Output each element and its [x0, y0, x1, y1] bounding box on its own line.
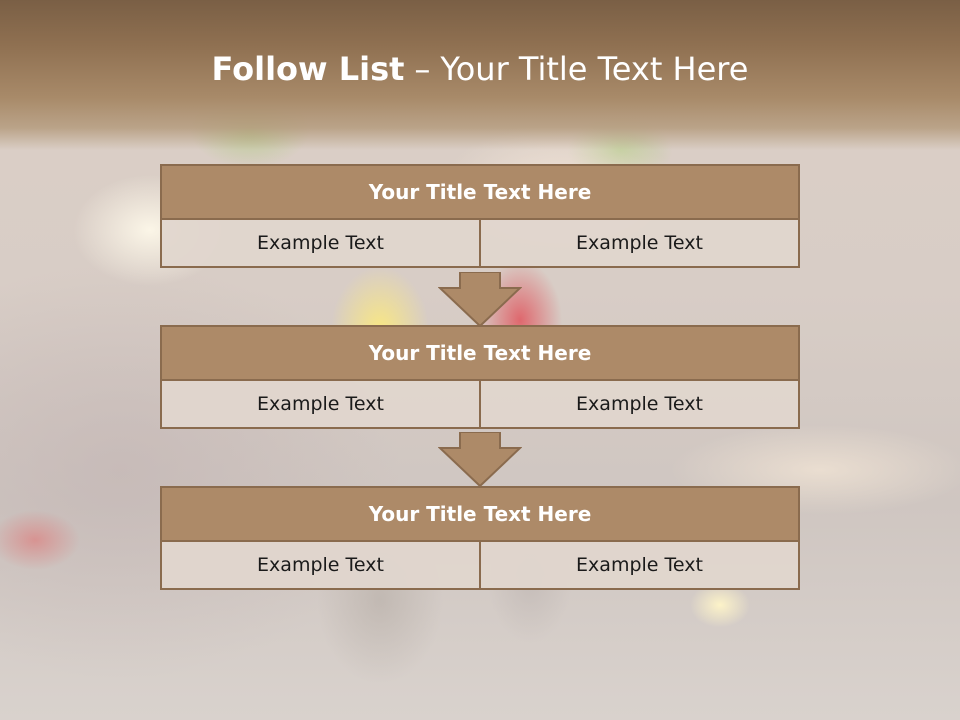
- block-row: Example Text Example Text: [160, 540, 800, 590]
- down-arrow-icon: [438, 432, 522, 488]
- block-title: Your Title Text Here: [160, 164, 800, 220]
- list-block-2: Your Title Text Here Example Text Exampl…: [160, 325, 800, 429]
- block-title: Your Title Text Here: [160, 325, 800, 381]
- block-row: Example Text Example Text: [160, 218, 800, 268]
- down-arrow-icon: [438, 272, 522, 328]
- slide-title-separator: –: [414, 50, 431, 88]
- slide-title-bold: Follow List: [211, 50, 405, 88]
- list-block-3: Your Title Text Here Example Text Exampl…: [160, 486, 800, 590]
- block-cell-left: Example Text: [160, 540, 481, 590]
- block-cell-right: Example Text: [479, 540, 800, 590]
- block-title: Your Title Text Here: [160, 486, 800, 542]
- slide-title-rest: Your Title Text Here: [440, 50, 749, 88]
- header-band: [0, 0, 960, 150]
- block-cell-right: Example Text: [479, 218, 800, 268]
- slide-title: Follow List–Your Title Text Here: [0, 50, 960, 88]
- block-cell-right: Example Text: [479, 379, 800, 429]
- block-cell-left: Example Text: [160, 218, 481, 268]
- list-block-1: Your Title Text Here Example Text Exampl…: [160, 164, 800, 268]
- block-row: Example Text Example Text: [160, 379, 800, 429]
- block-cell-left: Example Text: [160, 379, 481, 429]
